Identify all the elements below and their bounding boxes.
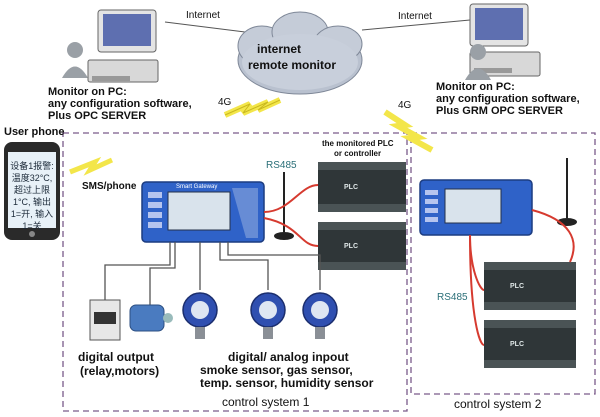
control-system-1-box bbox=[62, 132, 408, 412]
plc-4-icon bbox=[484, 320, 576, 368]
plc-2-icon bbox=[318, 222, 406, 270]
plc-1-tag: PLC bbox=[344, 184, 358, 191]
internet-link-left bbox=[164, 21, 246, 33]
internet-link-right bbox=[361, 19, 471, 31]
plc-3-tag: PLC bbox=[510, 283, 524, 290]
monitor-right-line3: Plus GRM OPC SERVER bbox=[436, 105, 563, 117]
phone-message: 设备1报警: 温度32°C,超过上限1°C, 输出1=开, 输入1=关 bbox=[10, 161, 54, 231]
monitor-left-line3: Plus OPC SERVER bbox=[48, 110, 147, 122]
monitor-left-line1: Monitor on PC: bbox=[48, 86, 127, 98]
pc-left-icon bbox=[62, 9, 159, 83]
plc-2-tag: PLC bbox=[344, 243, 358, 250]
control-system-1-label: control system 1 bbox=[222, 395, 310, 409]
monitor-right-line1: Monitor on PC: bbox=[436, 81, 515, 93]
rs485-label-right: RS485 bbox=[437, 292, 468, 303]
lightning-right-icon bbox=[383, 109, 434, 153]
rs485-label-left: RS485 bbox=[266, 160, 297, 171]
internet-label-right: Internet bbox=[398, 11, 432, 22]
sensor-1-icon bbox=[182, 292, 218, 339]
sensor-3-icon bbox=[302, 292, 338, 339]
rs485-wires bbox=[263, 184, 575, 346]
four-g-label-left: 4G bbox=[218, 97, 232, 108]
sensors-line1: digital/ analog inpout bbox=[228, 350, 349, 364]
plc-1-icon bbox=[318, 162, 406, 212]
internet-label-left: Internet bbox=[186, 10, 220, 21]
cloud-icon bbox=[237, 11, 363, 95]
device-1 bbox=[141, 181, 265, 243]
monitored-plc-line1: the monitored PLC bbox=[322, 139, 394, 148]
user-phone-label: User phone bbox=[4, 126, 65, 138]
digital-output-line2: (relay,motors) bbox=[80, 364, 160, 378]
lightning-sms-icon bbox=[69, 156, 114, 176]
monitor-left-line2: any configuration software, bbox=[48, 98, 192, 110]
cloud-title-line1: internet bbox=[257, 42, 302, 56]
plc-3-icon bbox=[484, 262, 576, 310]
sms-phone-label: SMS/phone bbox=[82, 181, 137, 192]
monitored-plc-line2: or controller bbox=[334, 149, 382, 158]
plc-4-tag: PLC bbox=[510, 341, 524, 348]
cloud-title-line2: remote monitor bbox=[248, 58, 337, 72]
control-system-2-box bbox=[410, 132, 596, 395]
device-2 bbox=[419, 179, 533, 236]
control-system-2-label: control system 2 bbox=[454, 397, 542, 411]
lightning-left-icon bbox=[223, 97, 282, 118]
motor-icon bbox=[129, 304, 173, 332]
device-1-brand: Smart Gateway bbox=[176, 184, 218, 190]
phone-icon bbox=[4, 142, 60, 240]
sensors-line2: smoke sensor, gas sensor, bbox=[200, 363, 353, 377]
relay-icon bbox=[89, 299, 121, 341]
pc-right-icon bbox=[465, 3, 541, 80]
monitor-right-line2: any configuration software, bbox=[436, 93, 580, 105]
sensors-line3: temp. sensor, humidity sensor bbox=[200, 376, 374, 390]
io-wires bbox=[104, 242, 321, 305]
four-g-label-right: 4G bbox=[398, 100, 412, 111]
sensor-2-icon bbox=[250, 292, 286, 339]
digital-output-line1: digital output bbox=[78, 350, 154, 364]
